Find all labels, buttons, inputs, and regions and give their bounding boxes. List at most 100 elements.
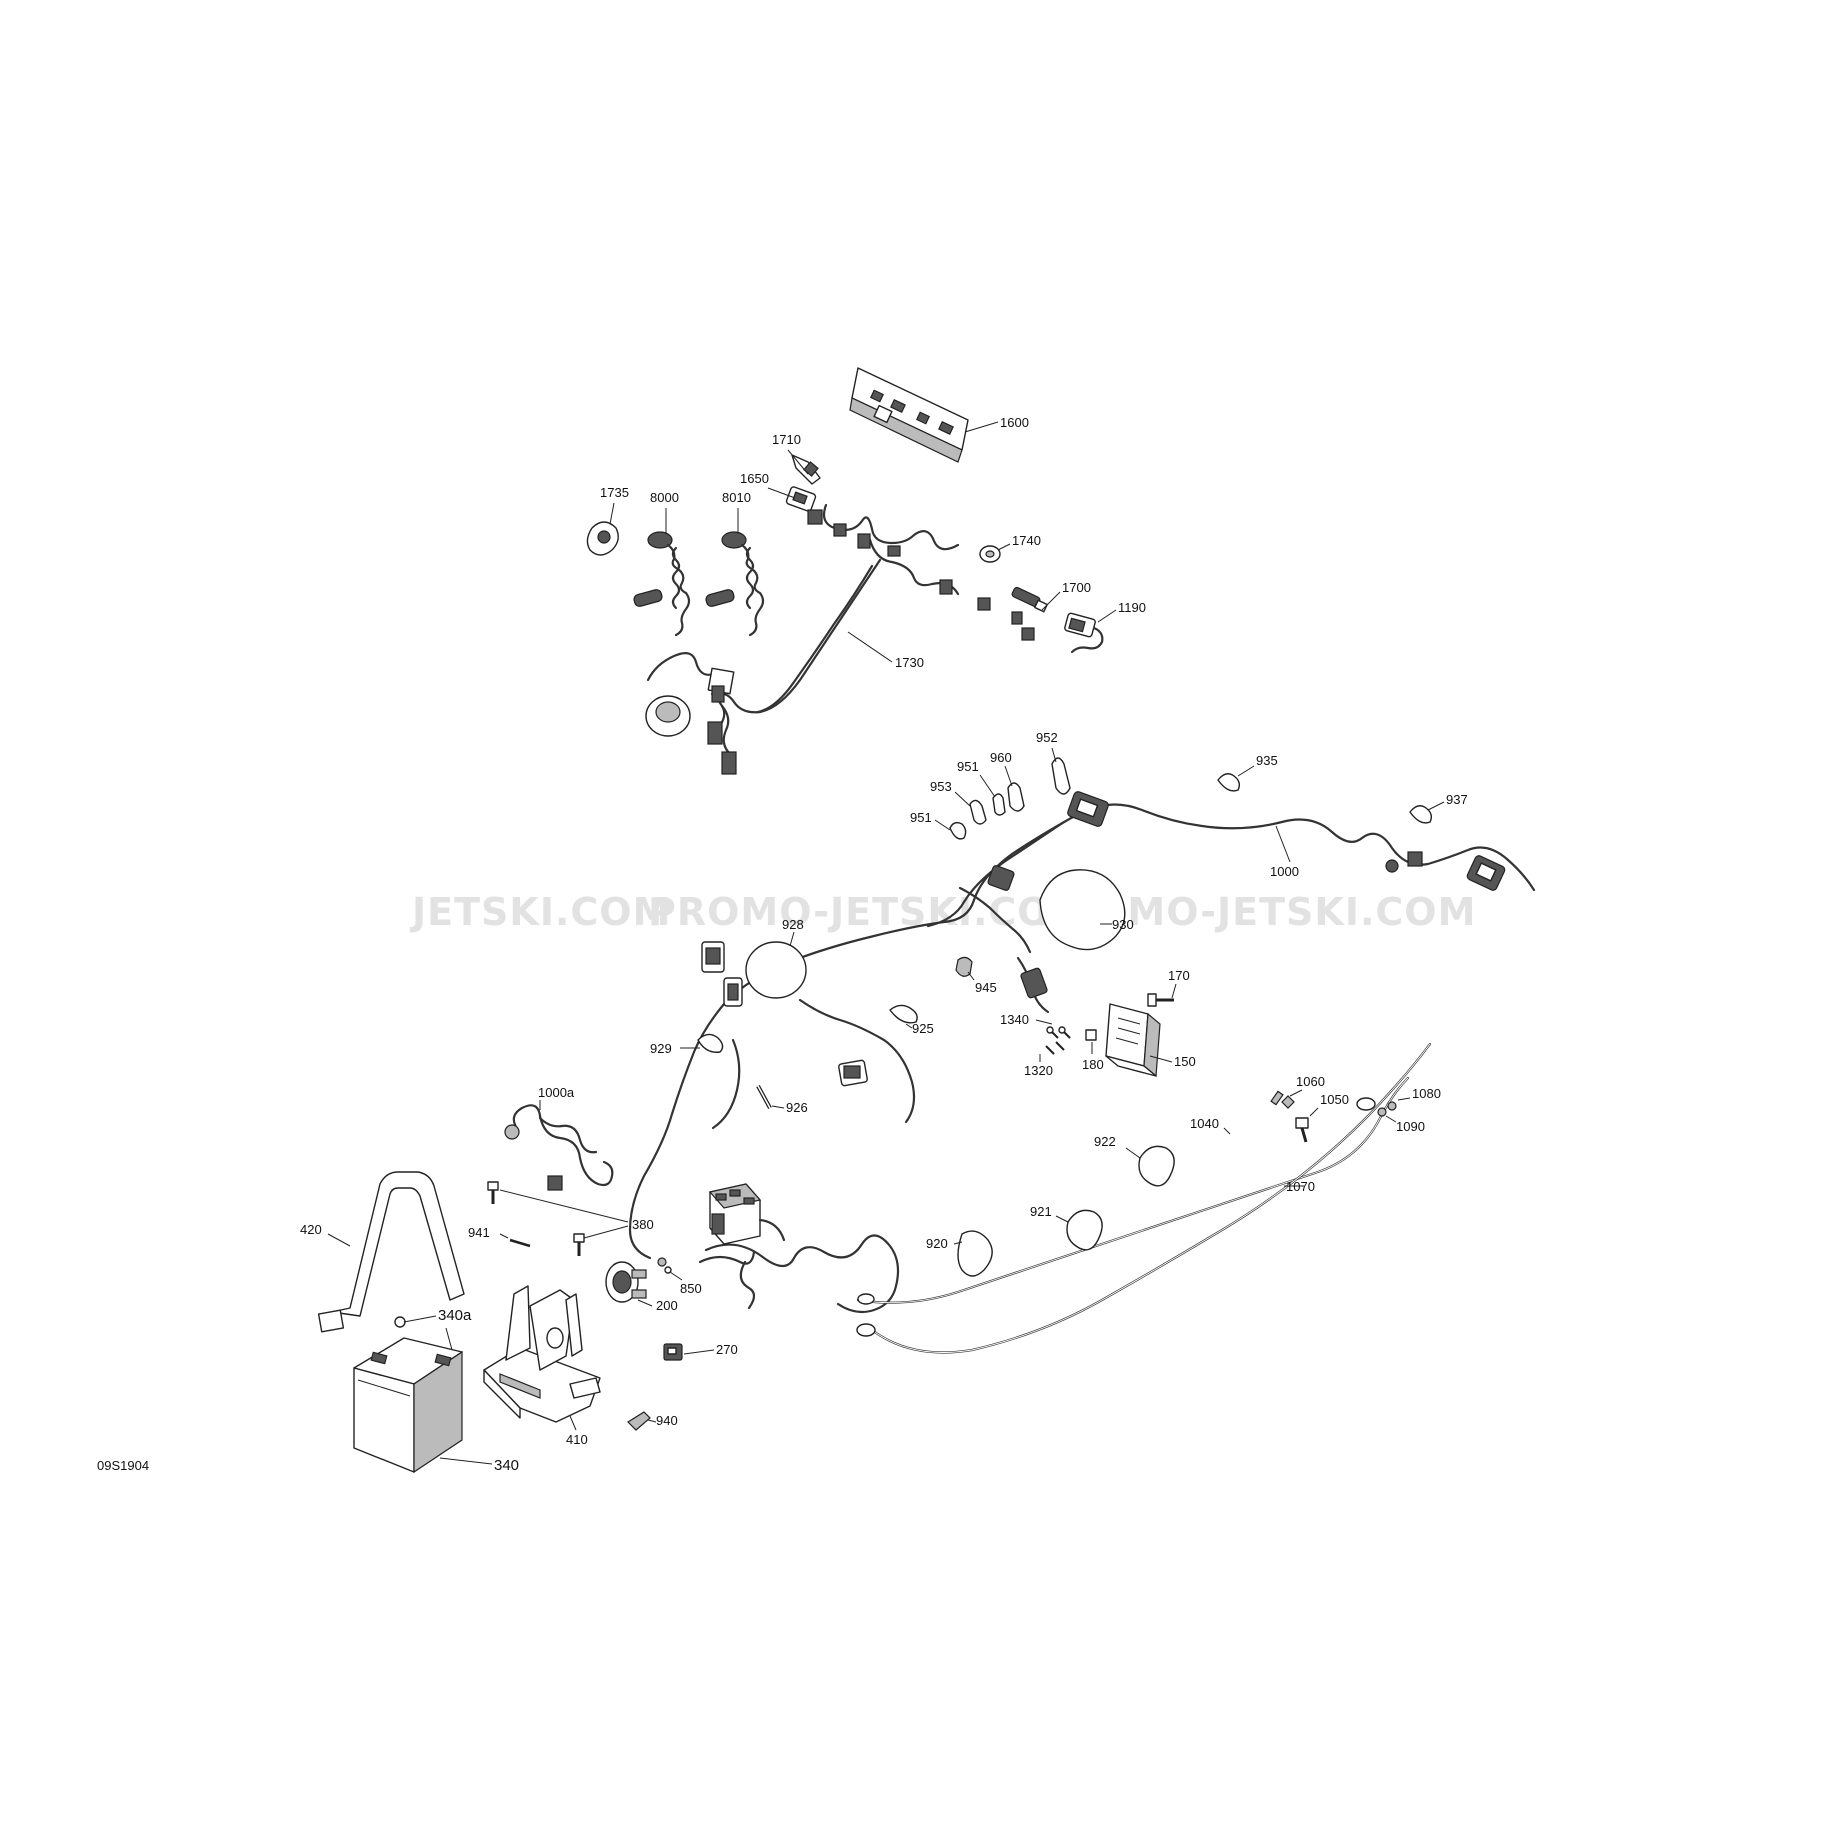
cable-tie-920	[957, 1230, 993, 1277]
clip-935	[1217, 773, 1241, 792]
callout-420: 420	[300, 1222, 322, 1237]
callout-920: 920	[926, 1236, 948, 1251]
battery-340	[353, 1337, 463, 1474]
callout-953: 953	[930, 779, 952, 794]
callout-1710: 1710	[772, 432, 801, 447]
callout-941: 941	[468, 1225, 490, 1240]
callout-951: 951	[910, 810, 932, 825]
tether-cord-8000	[633, 531, 691, 637]
connector-1710	[791, 454, 821, 485]
callout-940: 940	[656, 1413, 678, 1428]
callout-1730: 1730	[895, 655, 924, 670]
callout-340a: 340a	[438, 1307, 472, 1324]
spacer-180	[1085, 1029, 1097, 1041]
callout-1600: 1600	[1000, 415, 1029, 430]
battery-tray-410	[483, 1285, 601, 1423]
callout-935: 935	[1256, 753, 1278, 768]
battery-strap-420	[317, 1171, 465, 1333]
callout-1340: 1340	[1000, 1012, 1029, 1027]
voltage-regulator-150	[1105, 1003, 1161, 1078]
callout-380: 380	[632, 1217, 654, 1232]
callout-340: 340	[494, 1457, 519, 1474]
callout-945: 945	[975, 980, 997, 995]
cable-tie-922	[1138, 1145, 1175, 1187]
callout-8000: 8000	[650, 490, 679, 505]
callout-925: 925	[912, 1021, 934, 1036]
callout-930: 930	[1112, 917, 1134, 932]
callout-1735: 1735	[600, 485, 629, 500]
callout-1050: 1050	[1320, 1092, 1349, 1107]
callout-926: 926	[786, 1100, 808, 1115]
callout-1320: 1320	[1024, 1063, 1053, 1078]
battery-cable-1070	[856, 1042, 1432, 1354]
cable-tie-925	[889, 1004, 918, 1024]
battery-cable-1040	[856, 1076, 1410, 1305]
watermark-group: JETSKI.COM PROMO-JETSKI.COM PROMO-JETSKI…	[409, 890, 1475, 934]
fasteners-1320-1340	[1045, 1026, 1071, 1055]
cable-tie-921	[1066, 1209, 1103, 1251]
gauge-module-1600	[849, 367, 969, 463]
callout-929: 929	[650, 1041, 672, 1056]
callout-1090: 1090	[1396, 1119, 1425, 1134]
bolt-1050	[1295, 1117, 1309, 1143]
callout-1000: 1000	[1270, 864, 1299, 879]
cable-tie-953	[969, 799, 987, 825]
callout-8010: 8010	[722, 490, 751, 505]
clip-937	[1409, 805, 1433, 824]
callout-270: 270	[716, 1342, 738, 1357]
cable-tie-951-upper	[992, 793, 1006, 816]
tie-strap-928	[745, 941, 807, 999]
callout-1080: 1080	[1412, 1086, 1441, 1101]
harness-1730	[645, 503, 1035, 775]
callout-921: 921	[1030, 1204, 1052, 1219]
clip-941	[509, 1238, 531, 1248]
callout-410: 410	[566, 1432, 588, 1447]
callout-150: 150	[1174, 1054, 1196, 1069]
watermark-text: JETSKI.COM	[409, 890, 671, 934]
cable-tie-951-lower	[949, 821, 967, 840]
fuse-relay-box	[708, 1183, 786, 1245]
callout-1040: 1040	[1190, 1116, 1219, 1131]
callout-850: 850	[680, 1281, 702, 1296]
connector-1700	[1011, 586, 1048, 613]
callout-952: 952	[1036, 730, 1058, 745]
fastener-850	[657, 1257, 672, 1274]
callout-960: 960	[990, 750, 1012, 765]
cable-tie-952	[1051, 757, 1071, 795]
grommet-1740	[979, 545, 1001, 563]
sub-harness-1000a	[504, 1104, 614, 1191]
switch-1190	[1064, 612, 1104, 654]
cable-tie-960	[1007, 782, 1025, 812]
key-holder-1735	[586, 521, 619, 556]
callout-1650: 1650	[740, 471, 769, 486]
cable-tie-929	[697, 1033, 724, 1053]
callout-928: 928	[782, 917, 804, 932]
clip-940	[627, 1411, 651, 1431]
nut-1080	[1387, 1101, 1397, 1111]
callout-1060: 1060	[1296, 1074, 1325, 1089]
callout-1070: 1070	[1286, 1179, 1315, 1194]
screw-170	[1147, 993, 1174, 1007]
screws-380	[487, 1181, 585, 1256]
callout-951: 951	[957, 759, 979, 774]
tether-cord-8010	[705, 531, 765, 637]
callout-1190: 1190	[1118, 600, 1146, 615]
callout-922: 922	[1094, 1134, 1116, 1149]
relay-270	[663, 1343, 683, 1361]
main-harness-1000	[628, 791, 1536, 1314]
callout-937: 937	[1446, 792, 1468, 807]
callout-170: 170	[1168, 968, 1190, 983]
callout-180: 180	[1082, 1057, 1104, 1072]
washer-1090	[1377, 1107, 1387, 1117]
drawing-reference: 09S1904	[97, 1458, 149, 1473]
callout-200: 200	[656, 1298, 678, 1313]
switch-1650	[785, 486, 817, 512]
watermark-text: PROMO-JETSKI.COM	[648, 890, 1089, 934]
callout-1000a: 1000a	[538, 1085, 575, 1100]
callout-1700: 1700	[1062, 580, 1091, 595]
washer-1060	[1281, 1095, 1295, 1109]
pin-926	[756, 1085, 772, 1109]
callout-1740: 1740	[1012, 533, 1041, 548]
tie-strap-930	[1039, 869, 1126, 951]
